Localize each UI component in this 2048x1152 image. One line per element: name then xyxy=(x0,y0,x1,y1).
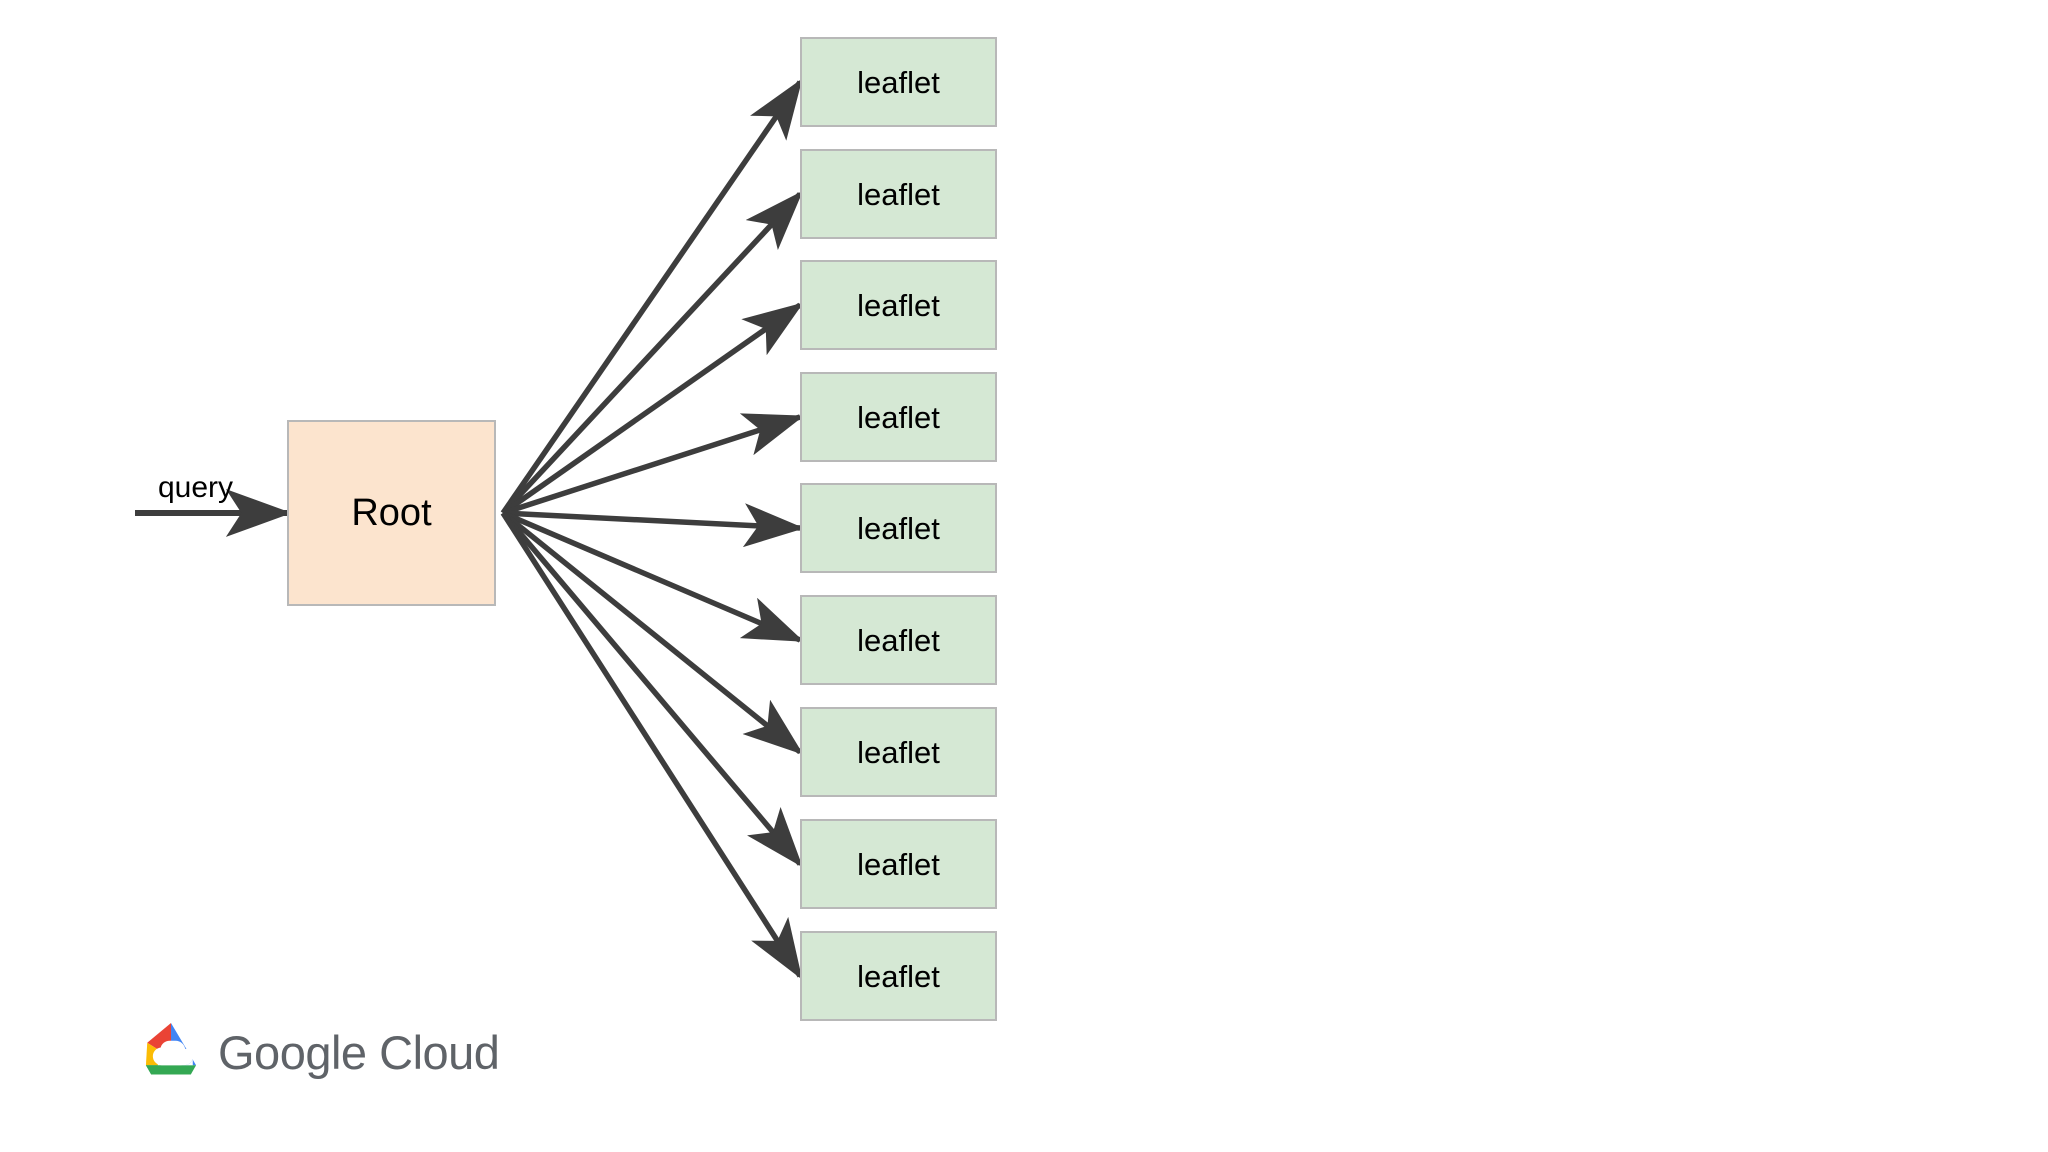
query-edge-label: query xyxy=(158,471,234,504)
node-leaflet-3[interactable]: leaflet xyxy=(800,260,997,350)
edge-group xyxy=(500,78,805,980)
node-leaflet-5[interactable]: leaflet xyxy=(800,483,997,573)
edge-root-to-leaflet-5 xyxy=(502,503,805,548)
node-leaflet-label: leaflet xyxy=(857,734,940,770)
google-cloud-logo: Google Cloud xyxy=(138,1019,500,1085)
edge-root-to-leaflet-9 xyxy=(500,511,803,980)
edge-root-to-leaflet-3 xyxy=(501,302,804,516)
edge-root-to-leaflet-8 xyxy=(500,511,803,868)
node-leaflet-label: leaflet xyxy=(857,399,940,435)
node-leaflet-7[interactable]: leaflet xyxy=(800,707,997,797)
node-leaflet-1[interactable]: leaflet xyxy=(800,37,997,127)
edge-root-to-leaflet-4 xyxy=(502,413,805,516)
node-leaflet-label: leaflet xyxy=(857,64,940,100)
node-root-label: Root xyxy=(351,492,432,534)
node-leaflet-label: leaflet xyxy=(857,622,940,658)
node-leaflet-label: leaflet xyxy=(857,287,940,323)
edge-root-to-leaflet-7 xyxy=(501,510,804,755)
node-leaflet-label: leaflet xyxy=(857,846,940,882)
edge-root-to-leaflet-1 xyxy=(500,78,803,515)
node-leaflet-label: leaflet xyxy=(857,176,940,212)
node-leaflet-label: leaflet xyxy=(857,510,940,546)
wordmark-cloud: Cloud xyxy=(379,1025,500,1079)
node-leaflet-9[interactable]: leaflet xyxy=(800,931,997,1021)
google-cloud-wordmark: Google Cloud xyxy=(218,1025,500,1079)
edge-root-to-leaflet-2 xyxy=(500,190,803,515)
node-leaflet-label: leaflet xyxy=(857,958,940,994)
node-leaflet-8[interactable]: leaflet xyxy=(800,819,997,909)
edge-root-to-leaflet-6 xyxy=(501,510,805,643)
node-root[interactable]: Root xyxy=(287,420,496,606)
google-cloud-mark-icon xyxy=(145,1022,197,1075)
node-leaflet-6[interactable]: leaflet xyxy=(800,595,997,685)
node-leaflet-4[interactable]: leaflet xyxy=(800,372,997,462)
node-leaflet-2[interactable]: leaflet xyxy=(800,149,997,239)
wordmark-google: Google xyxy=(218,1025,367,1079)
